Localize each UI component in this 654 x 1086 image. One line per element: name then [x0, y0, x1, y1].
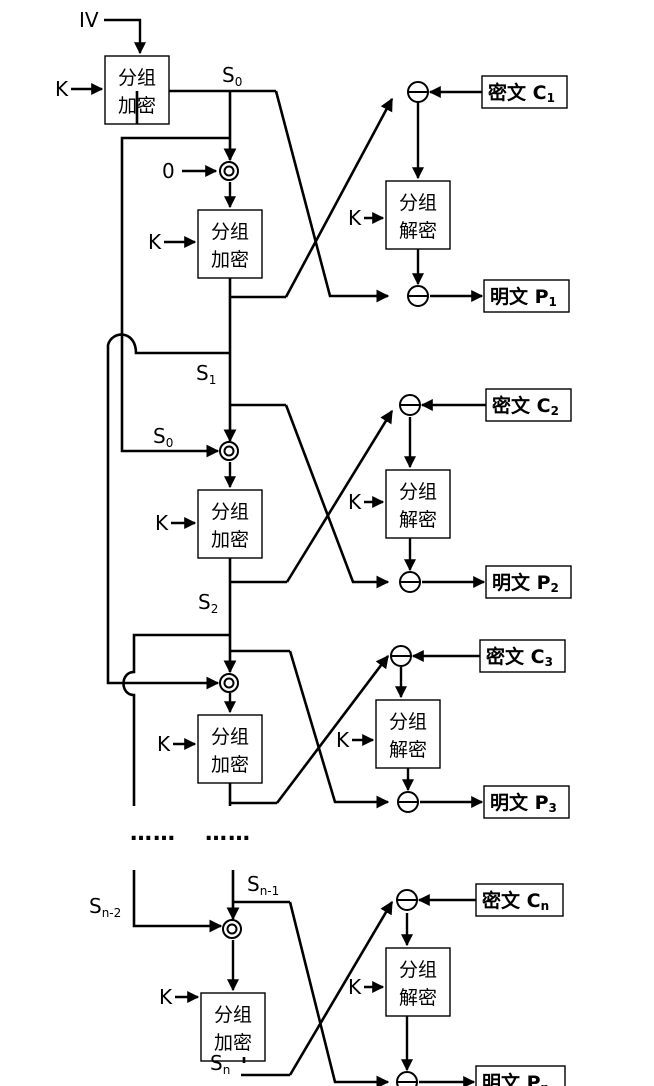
decrypt-block-1: 分组 解密 — [385, 180, 451, 250]
xor-icon — [390, 645, 412, 667]
concentric-combiner-icon — [219, 441, 239, 461]
plaintext-arrows — [419, 290, 486, 1086]
xor-icon — [399, 394, 421, 416]
xor-icon — [399, 571, 421, 593]
key-label: K — [155, 511, 169, 535]
key-label: K — [157, 732, 171, 756]
encrypt-label-line1: 分组 — [211, 501, 249, 523]
plaintext-label: 明文 P1 — [490, 285, 557, 309]
key-label: K — [148, 230, 162, 254]
iv-input: IV — [79, 8, 146, 55]
zero-input: 0 — [162, 159, 218, 183]
key-label: K — [336, 728, 350, 752]
encrypt-label-line2: 加密 — [211, 249, 249, 271]
plaintext-box-n: 明文 Pn — [475, 1065, 566, 1086]
xor-icon — [396, 889, 418, 911]
plaintext-label: 明文 Pn — [482, 1071, 549, 1086]
ellipsis-left: …… — [130, 821, 176, 846]
key-label: K — [159, 985, 173, 1009]
concentric-combiner-icon — [222, 919, 242, 939]
encrypt-label-line2: 加密 — [211, 529, 249, 551]
state-label-sn1: Sn-1 — [247, 872, 279, 898]
ciphertext-box-2: 密文 C2 — [485, 388, 572, 422]
xor-icon — [396, 1071, 418, 1086]
decrypt-label-line1: 分组 — [399, 481, 437, 503]
state-label-s0-feedback: S0 — [153, 424, 173, 450]
decrypt-label-line2: 解密 — [399, 987, 437, 1009]
ciphertext-label: 密文 C2 — [492, 394, 559, 418]
encrypt-block-2: 分组 加密 — [197, 489, 263, 559]
encrypt-label-line1: 分组 — [211, 221, 249, 243]
encrypt-label-line2: 加密 — [211, 754, 249, 776]
plaintext-label: 明文 P3 — [490, 791, 557, 815]
encrypt-block-1: 分组 加密 — [197, 209, 263, 279]
key-label: K — [55, 77, 69, 101]
ciphertext-box-3: 密文 C3 — [479, 639, 566, 673]
decrypt-block-n: 分组 解密 — [385, 947, 451, 1017]
encrypt-label-line2: 加密 — [214, 1032, 252, 1054]
decrypt-block-3: 分组 解密 — [375, 699, 441, 769]
iv-label: IV — [79, 8, 99, 32]
plaintext-label: 明文 P2 — [492, 571, 559, 595]
xor-icon — [407, 285, 429, 307]
plaintext-box-1: 明文 P1 — [483, 279, 570, 313]
key-inputs: K K K K K K K K K — [55, 77, 385, 1009]
keystream-crossings — [274, 90, 394, 1086]
zero-label: 0 — [162, 159, 175, 183]
plaintext-box-3: 明文 P3 — [483, 785, 570, 819]
encrypt-label-line1: 分组 — [118, 67, 156, 89]
decrypt-block-2: 分组 解密 — [385, 469, 451, 539]
decrypt-column — [395, 101, 424, 1072]
encrypt-block-3: 分组 加密 — [197, 714, 263, 784]
key-label: K — [348, 490, 362, 514]
state-label-s0: S0 — [222, 63, 242, 89]
concentric-combiners — [219, 161, 242, 939]
decrypt-label-line2: 解密 — [389, 739, 427, 761]
decrypt-label-line1: 分组 — [399, 192, 437, 214]
xor-icon — [407, 81, 429, 103]
ciphertext-label: 密文 C3 — [486, 645, 553, 669]
ciphertext-box-1: 密文 C1 — [481, 75, 568, 109]
state-chain — [106, 89, 290, 1077]
plaintext-box-2: 明文 P2 — [485, 565, 572, 599]
ellipsis-right: …… — [205, 821, 251, 846]
decrypt-label-line1: 分组 — [399, 959, 437, 981]
encrypt-label-line1: 分组 — [214, 1004, 252, 1026]
state-label-s1: S1 — [196, 361, 216, 387]
ciphertext-label: 密文 C1 — [488, 81, 555, 105]
key-label: K — [348, 206, 362, 230]
state-label-sn2: Sn-2 — [89, 894, 121, 920]
key-label: K — [348, 975, 362, 999]
encrypt-block-n: 分组 加密 — [200, 992, 266, 1062]
encrypt-label-line1: 分组 — [211, 726, 249, 748]
decrypt-label-line1: 分组 — [389, 711, 427, 733]
state-labels: S0 S1 S0 S2 Sn-1 Sn-2 Sn — [89, 63, 279, 1077]
ciphertext-label: 密文 Cn — [482, 889, 549, 913]
ciphertext-box-n: 密文 Cn — [475, 883, 564, 917]
ciphertext-arrows — [411, 86, 486, 906]
state-label-sn: Sn — [210, 1051, 230, 1077]
concentric-combiner-icon — [219, 161, 239, 181]
decrypt-label-line2: 解密 — [399, 509, 437, 531]
xor-icon — [397, 791, 419, 813]
decrypt-label-line2: 解密 — [399, 220, 437, 242]
concentric-combiner-icon — [219, 673, 239, 693]
state-label-s2: S2 — [198, 590, 218, 616]
xor-combiners — [390, 81, 429, 1086]
